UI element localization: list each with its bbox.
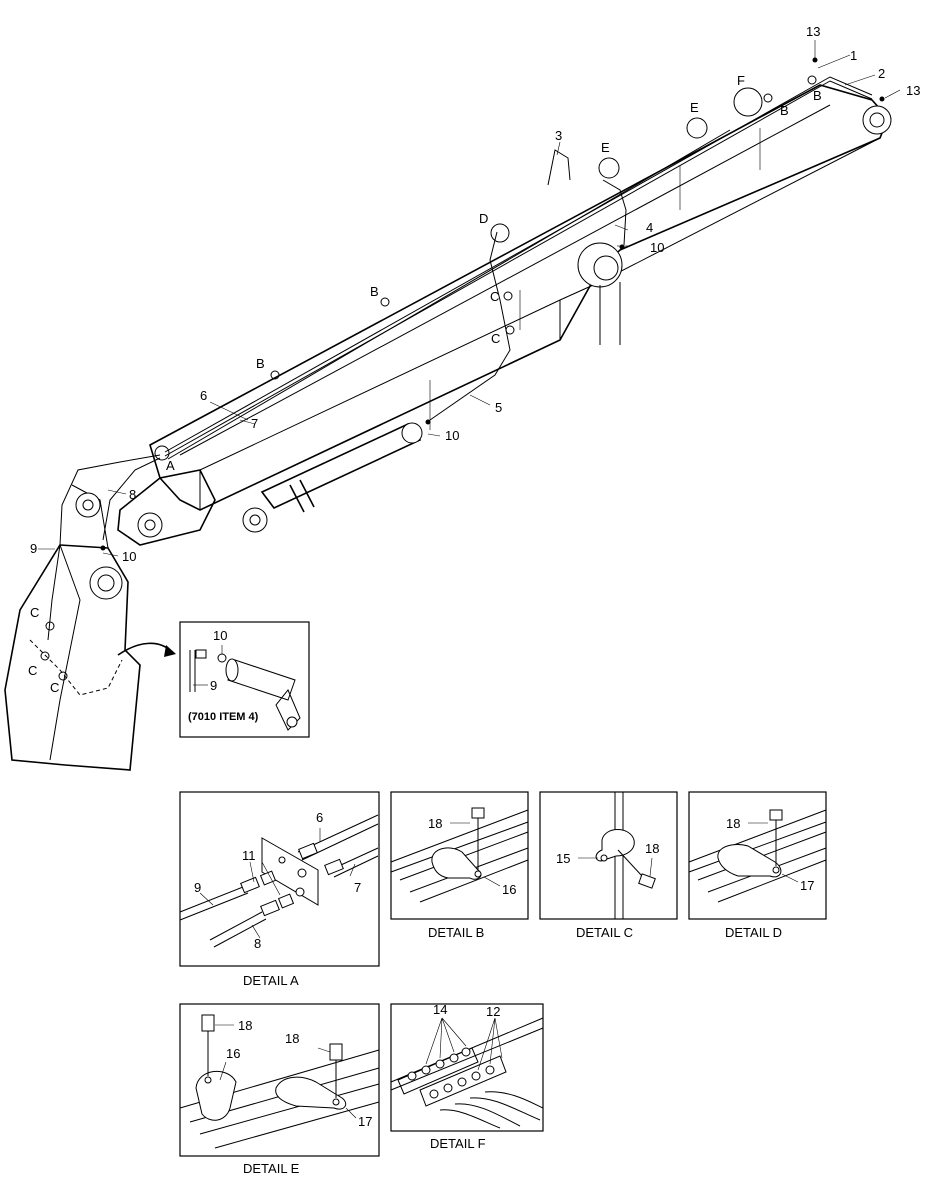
detail-e: 18 16 18 17 DETAIL E [179,1003,380,1176]
callout-10-upper: 10 [650,240,664,255]
detail-a-label-8: 8 [254,936,261,951]
inset-caption: (7010 ITEM 4) [188,711,259,723]
callout-B-top-1: B [780,103,789,118]
boom-assembly-drawing [4,57,892,771]
detail-c-label-18: 18 [645,841,659,856]
callout-F: F [737,73,745,88]
detail-d-label-18: 18 [726,816,740,831]
callout-3: 3 [555,128,562,143]
detail-a-label-7: 7 [354,880,361,895]
callout-2: 2 [878,66,885,81]
detail-a-label-6: 6 [316,810,323,825]
inset-label-9: 9 [210,678,217,693]
callout-13-top: 13 [806,24,820,39]
detail-a: 6 11 9 7 8 DETAIL A [179,791,380,988]
callout-8: 8 [129,487,136,502]
detail-e-caption: DETAIL E [243,1161,300,1176]
callout-C-arm-3: C [50,680,59,695]
detail-f-label-14: 14 [433,1002,447,1017]
detail-d: 18 17 DETAIL D [688,791,827,940]
callout-B-top-2: B [813,88,822,103]
callout-C-boom-1: C [490,289,499,304]
callout-C-arm-2: C [28,663,37,678]
main-callouts: 13 1 2 13 F E B B 3 E D 4 10 C C B B 6 7… [28,24,920,695]
callout-B-mid: B [370,284,379,299]
callout-9: 9 [30,541,37,556]
callout-5: 5 [495,400,502,415]
detail-f-caption: DETAIL F [430,1136,486,1151]
callout-leaders [38,40,901,557]
callout-6: 6 [200,388,207,403]
detail-b: 18 16 DETAIL B [390,791,529,940]
detail-c-caption: DETAIL C [576,925,633,940]
detail-b-caption: DETAIL B [428,925,484,940]
detail-a-caption: DETAIL A [243,973,299,988]
detail-d-caption: DETAIL D [725,925,782,940]
detail-e-label-18-left: 18 [238,1018,252,1033]
detail-b-label-16: 16 [502,882,516,897]
callout-13-right: 13 [906,83,920,98]
callout-D: D [479,211,488,226]
detail-b-label-18: 18 [428,816,442,831]
detail-a-label-11: 11 [242,848,256,863]
inset-7010-item-4: 10 9 (7010 ITEM 4) [179,621,310,738]
callout-10-arm: 10 [122,549,136,564]
detail-d-label-17: 17 [800,878,814,893]
detail-f: 14 12 DETAIL F [390,1002,544,1151]
callout-7: 7 [251,416,258,431]
detail-a-label-9: 9 [194,880,201,895]
callout-B-lower: B [256,356,265,371]
callout-4: 4 [646,220,653,235]
callout-10-cylinder: 10 [445,428,459,443]
callout-A: A [166,458,175,473]
detail-c-label-15: 15 [556,851,570,866]
detail-e-label-16: 16 [226,1046,240,1061]
detail-f-label-12: 12 [486,1004,500,1019]
callout-C-arm-1: C [30,605,39,620]
callout-1: 1 [850,48,857,63]
callout-E-lower: E [601,140,610,155]
callout-E-upper: E [690,100,699,115]
detail-c: 15 18 DETAIL C [539,791,678,940]
detail-e-label-17: 17 [358,1114,372,1129]
callout-C-boom-2: C [491,331,500,346]
inset-label-10: 10 [213,628,227,643]
detail-e-label-18-right: 18 [285,1031,299,1046]
